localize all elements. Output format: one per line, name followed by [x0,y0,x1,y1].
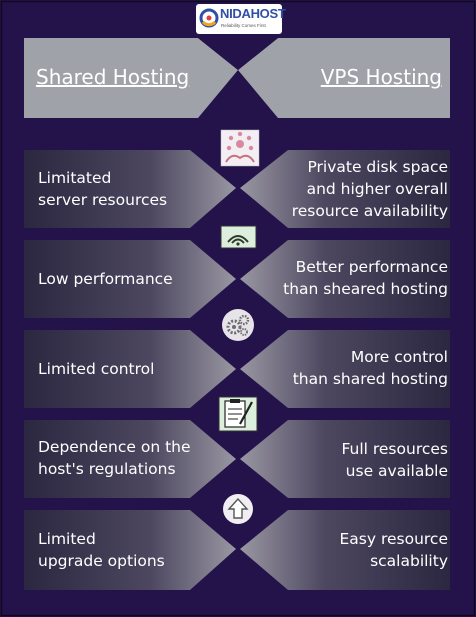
hands-network-icon [220,129,260,167]
row-5-shared-text: Limited upgrade options [38,530,165,570]
header-notch [198,38,278,70]
clipboard-pen-icon [218,396,258,432]
gears-icon [222,309,254,341]
row-5-shapes [24,510,450,590]
shared-hosting-title: Shared Hosting [36,65,190,89]
row-4-vps-text: Full resources use available [341,440,448,480]
row-1-shapes [24,150,450,228]
row-5-vps-text: Easy resource scalability [339,530,448,570]
logo-mark-icon [199,8,219,28]
upload-arrow-icon [223,494,253,524]
header-panel-vps [238,38,450,118]
row-4-shared-text: Dependence on the host's regulations [38,438,191,478]
row-2-shapes [24,240,450,318]
row-1-vps-text: Private disk space and higher overall re… [291,158,448,220]
row-4-shapes [24,420,450,498]
row-3-shared-text: Limited control [38,360,155,378]
logo-name: NIDAHOST [220,6,286,21]
nidahost-logo: NIDAHOST Reliability Comes First [196,4,286,34]
vps-hosting-title: VPS Hosting [320,65,442,89]
row-2-vps-text: Better performance than sheared hosting [283,258,448,298]
row-3-vps-text: More control than shared hosting [292,348,448,388]
row-2-shared-text: Low performance [38,270,173,288]
row-3-shapes [24,330,450,408]
wifi-signal-icon [220,225,257,249]
row-1-shared-text: Limitated server resources [38,169,168,209]
header-panel-shared [24,38,238,118]
logo-tagline: Reliability Comes First [221,23,266,28]
